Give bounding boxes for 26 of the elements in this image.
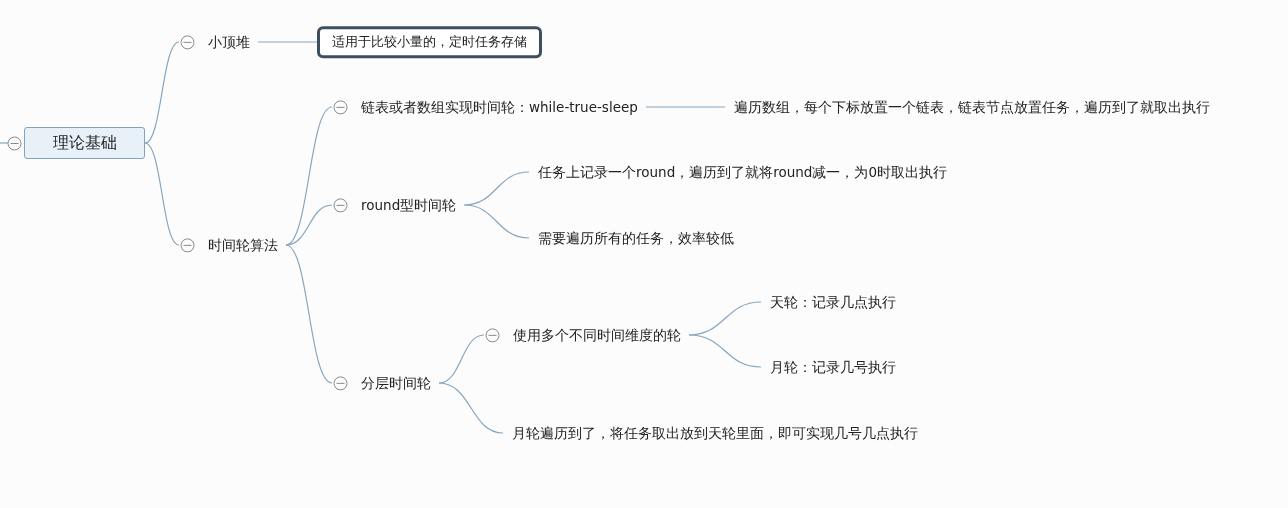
connector-line — [257, 41, 318, 43]
connector-line — [438, 334, 485, 384]
connector-line — [645, 106, 726, 108]
note-text: 适用于比较小量的，定时任务存储 — [332, 33, 527, 52]
topic-label: 需要遍历所有的任务，效率较低 — [538, 229, 734, 246]
connector-line — [463, 204, 530, 239]
topic-label: 任务上记录一个round，遍历到了就将round减一，为0时取出执行 — [538, 163, 947, 180]
connector-line — [285, 204, 333, 246]
root-topic-label: 理论基础 — [52, 132, 117, 154]
root-topic-box — [24, 127, 145, 159]
topic-label: 小顶堆 — [208, 33, 250, 50]
topic-label: 遍历数组，每个下标放置一个链表，链表节点放置任务，遍历到了就取出执行 — [734, 98, 1210, 115]
topic-label: 使用多个不同时间维度的轮 — [513, 326, 681, 343]
connector-line — [688, 334, 762, 368]
topic-label: 链表或者数组实现时间轮：while-true-sleep — [361, 98, 638, 115]
connector-line — [144, 142, 180, 246]
topic-label: 天轮：记录几点执行 — [770, 293, 896, 310]
topic-label: 分层时间轮 — [361, 374, 431, 391]
topic-label: round型时间轮 — [361, 196, 457, 213]
connector-line — [438, 382, 504, 434]
topic-label: 月轮遍历到了，将任务取出放到天轮里面，即可实现几号几点执行 — [512, 424, 918, 441]
connector-line — [144, 41, 180, 144]
topic-label: 时间轮算法 — [208, 236, 278, 253]
note-box — [317, 26, 542, 58]
connector-line — [285, 244, 333, 384]
topic-label: 月轮：记录几号执行 — [770, 358, 896, 375]
